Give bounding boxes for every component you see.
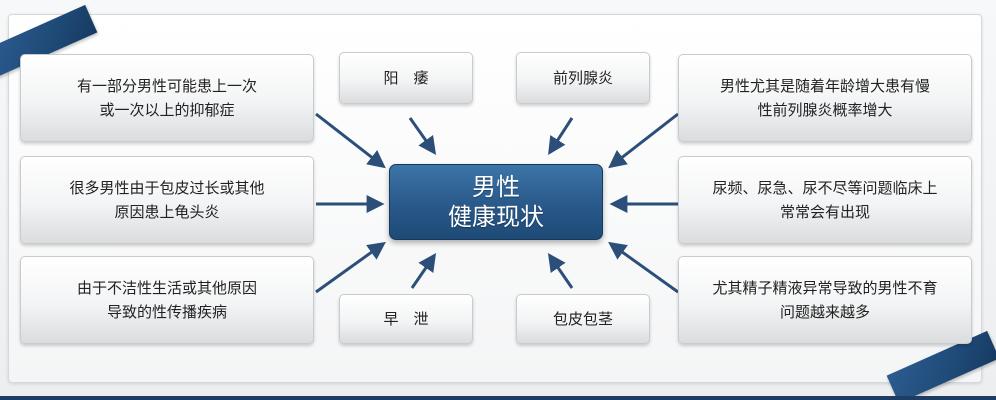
box-impotence-label: 阳 痿 [383,69,429,87]
box-prostatitis-label: 前列腺炎 [552,69,613,87]
center-title-box: 男性 健康现状 [389,164,603,240]
box-prostatitis: 前列腺炎 [516,52,650,104]
box-phimosis-label: 包皮包茎 [552,310,613,328]
arrow-top-left [408,117,437,155]
center-title-line-2: 健康现状 [448,203,544,231]
arrow-left-bottom [315,241,386,294]
box-depression-line-2: 或一次以上的抑郁症 [99,101,235,119]
bottom-bar [0,396,996,400]
arrow-top-right [548,117,574,156]
arrow-bottom-right [547,253,574,289]
box-phimosis: 包皮包茎 [516,294,650,344]
box-premature-label: 早 泄 [383,310,429,328]
box-urinary-line-1: 尿频、尿急、尿不尽等问题临床上 [712,179,938,197]
box-urinary-line-2: 常常会有出现 [779,203,870,221]
box-depression-line-1: 有一部分男性可能患上一次 [76,77,257,95]
box-balanitis: 很多男性由于包皮过长或其他 原因患上龟头炎 [20,156,314,244]
box-std-line-2: 导致的性传播疾病 [106,303,227,321]
box-balanitis-line-2: 原因患上龟头炎 [114,203,220,221]
box-infertility-line-1: 尤其精子精液异常导致的男性不育 [712,279,938,297]
box-chronic-prostatitis-line-2: 性前列腺炎概率增大 [757,101,893,119]
arrow-left-top [315,112,386,169]
box-chronic-prostatitis-line-1: 男性尤其是随着年龄增大患有慢 [719,77,930,95]
arrow-right-bottom [608,241,679,294]
box-infertility: 尤其精子精液异常导致的男性不育 问题越来越多 [678,256,972,344]
box-balanitis-line-1: 很多男性由于包皮过长或其他 [69,179,265,197]
arrow-bottom-left [410,253,437,289]
box-chronic-prostatitis: 男性尤其是随着年龄增大患有慢 性前列腺炎概率增大 [678,54,972,142]
box-std: 由于不洁性生活或其他原因 导致的性传播疾病 [20,256,314,344]
box-std-line-1: 由于不洁性生活或其他原因 [76,279,257,297]
box-urinary: 尿频、尿急、尿不尽等问题临床上 常常会有出现 [678,156,972,244]
box-impotence: 阳 痿 [339,52,473,104]
box-infertility-line-2: 问题越来越多 [779,303,870,321]
box-premature: 早 泄 [339,294,473,344]
box-depression: 有一部分男性可能患上一次 或一次以上的抑郁症 [20,54,314,142]
center-title-line-1: 男性 [472,173,520,201]
arrow-right-top [608,112,679,169]
